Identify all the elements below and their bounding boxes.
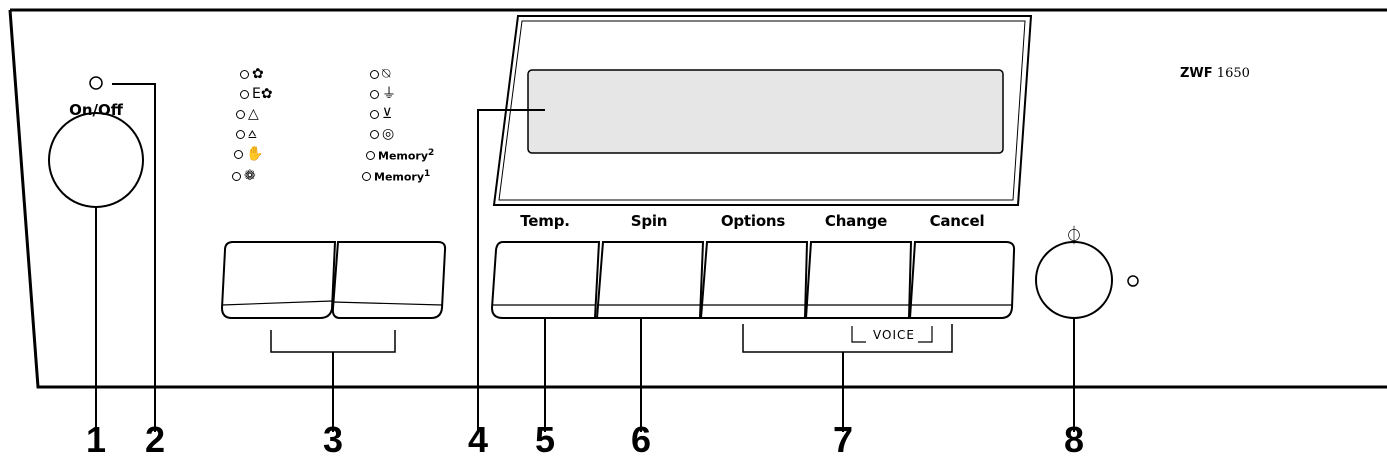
synthetics-icon: △ xyxy=(248,106,259,122)
panel-outline xyxy=(8,8,1387,389)
programme-button-right-edge xyxy=(332,301,443,306)
wool-icon: ❁ xyxy=(244,168,256,184)
led-dot xyxy=(370,129,379,139)
callout-number-4: 4 xyxy=(467,419,489,460)
programme-led-4: ⩟ xyxy=(236,124,257,144)
programme-led-1: ✿ xyxy=(240,64,264,84)
led-dot xyxy=(370,89,379,99)
power-label: On/Off xyxy=(69,101,123,119)
led-dot xyxy=(240,89,249,99)
callout-number-3: 3 xyxy=(322,419,344,460)
temp-button[interactable] xyxy=(490,241,601,319)
led-dot xyxy=(236,109,245,119)
memory-led-2: Memory1 xyxy=(362,166,430,186)
led-dot xyxy=(366,150,375,160)
display-screen xyxy=(527,69,1004,154)
callout-number-6: 6 xyxy=(630,419,652,460)
memory-label: Memory1 xyxy=(374,169,430,184)
options-button-label: Options xyxy=(720,212,786,230)
change-button[interactable] xyxy=(804,241,913,319)
function-buttons xyxy=(490,241,1016,319)
led-dot xyxy=(236,129,245,139)
led-dot xyxy=(240,69,249,79)
eco-cotton-icon: E✿ xyxy=(252,86,273,102)
voice-label: VOICE xyxy=(873,328,915,342)
bracket-voice-group xyxy=(742,324,953,353)
led-dot xyxy=(362,171,371,181)
callout-number-5: 5 xyxy=(534,419,556,460)
handwash-icon: ✋ xyxy=(246,146,264,162)
phase-led-1: ⍉ xyxy=(370,64,390,84)
prewash-icon: ⍉ xyxy=(382,66,391,82)
callout-number-2: 2 xyxy=(144,419,166,460)
easy-iron-icon: ⩟ xyxy=(248,126,257,142)
led-dot xyxy=(370,109,379,119)
rinse-icon: ⊻ xyxy=(382,106,393,122)
change-button-label: Change xyxy=(824,212,888,230)
phase-led-3: ⊻ xyxy=(370,104,392,124)
programme-button-left[interactable] xyxy=(220,241,337,319)
model-name: ZWF 1650 xyxy=(1180,66,1250,81)
bracket-voice xyxy=(851,326,933,343)
programme-led-6: ❁ xyxy=(232,166,256,186)
cancel-button-label: Cancel xyxy=(929,212,985,230)
callout-number-8: 8 xyxy=(1063,419,1085,460)
phase-led-2: ⏚ xyxy=(370,84,396,104)
power-button[interactable] xyxy=(48,112,144,208)
bracket-programme xyxy=(270,330,396,353)
memory-text: Memory xyxy=(374,170,425,184)
callout-number-1: 1 xyxy=(85,419,107,460)
programme-button-right[interactable] xyxy=(331,241,447,319)
leader-2 xyxy=(112,83,156,432)
memory-led-1: Memory2 xyxy=(366,145,434,165)
led-dot xyxy=(370,69,379,79)
programme-led-3: △ xyxy=(236,104,259,124)
programme-button-left-edge xyxy=(221,300,333,306)
led-dot xyxy=(234,149,243,159)
programme-led-5: ✋ xyxy=(234,144,263,164)
memory-label: Memory2 xyxy=(378,148,434,163)
callout-number-7: 7 xyxy=(832,419,854,460)
temp-button-label: Temp. xyxy=(520,212,570,230)
memory-text: Memory xyxy=(378,149,429,163)
programme-selector-buttons xyxy=(220,241,447,319)
memory-number: 2 xyxy=(428,147,435,158)
start-pause-button[interactable] xyxy=(1035,241,1113,319)
start-indicator-light xyxy=(1127,275,1139,287)
cancel-button[interactable] xyxy=(908,241,1016,319)
led-dot xyxy=(232,171,241,181)
spin-button[interactable] xyxy=(595,241,705,319)
leader-lines xyxy=(95,83,1075,432)
start-pause-icon: ⏀ xyxy=(1065,226,1083,247)
programme-led-2: E✿ xyxy=(240,84,273,104)
memory-number: 1 xyxy=(424,168,431,179)
options-button[interactable] xyxy=(699,241,809,319)
model-prefix: ZWF xyxy=(1180,66,1213,81)
phase-led-4: ◎ xyxy=(370,124,394,144)
cotton-flower-icon: ✿ xyxy=(252,66,264,82)
main-wash-icon: ⏚ xyxy=(382,86,396,102)
spin-icon: ◎ xyxy=(382,126,395,142)
model-number: 1650 xyxy=(1216,66,1250,81)
power-indicator-light xyxy=(89,76,103,90)
leader-4 xyxy=(477,109,545,432)
spin-button-label: Spin xyxy=(630,212,668,230)
